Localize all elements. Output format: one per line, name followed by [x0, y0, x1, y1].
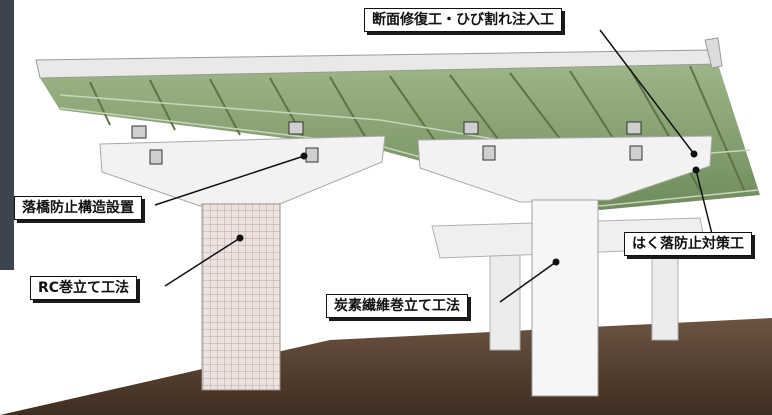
callout-rc-jacketing: RC巻立て工法: [30, 276, 138, 300]
far-pier-column-2: [651, 249, 679, 341]
callout-carbon-fiber-jacketing: 炭素繊維巻立て工法: [326, 294, 468, 318]
leader-dots: [236, 150, 700, 266]
callout-spalling-prevention: はく落防止対策工: [624, 232, 752, 256]
callout-cross-section-repair: 断面修復工・ひび割れ注入工: [364, 8, 562, 32]
fall-prevention-devices: [131, 121, 643, 165]
deck-parapet: [704, 37, 723, 69]
rc-jacketed-column: [201, 203, 281, 391]
callout-fall-prevention-structure: 落橋防止構造設置: [14, 196, 142, 220]
leader-lines: [154, 29, 713, 303]
left-edge: [0, 0, 14, 270]
carbon-fiber-column: [531, 199, 599, 397]
far-pier-column-1: [489, 249, 521, 351]
left-pier-cap: [99, 135, 386, 207]
